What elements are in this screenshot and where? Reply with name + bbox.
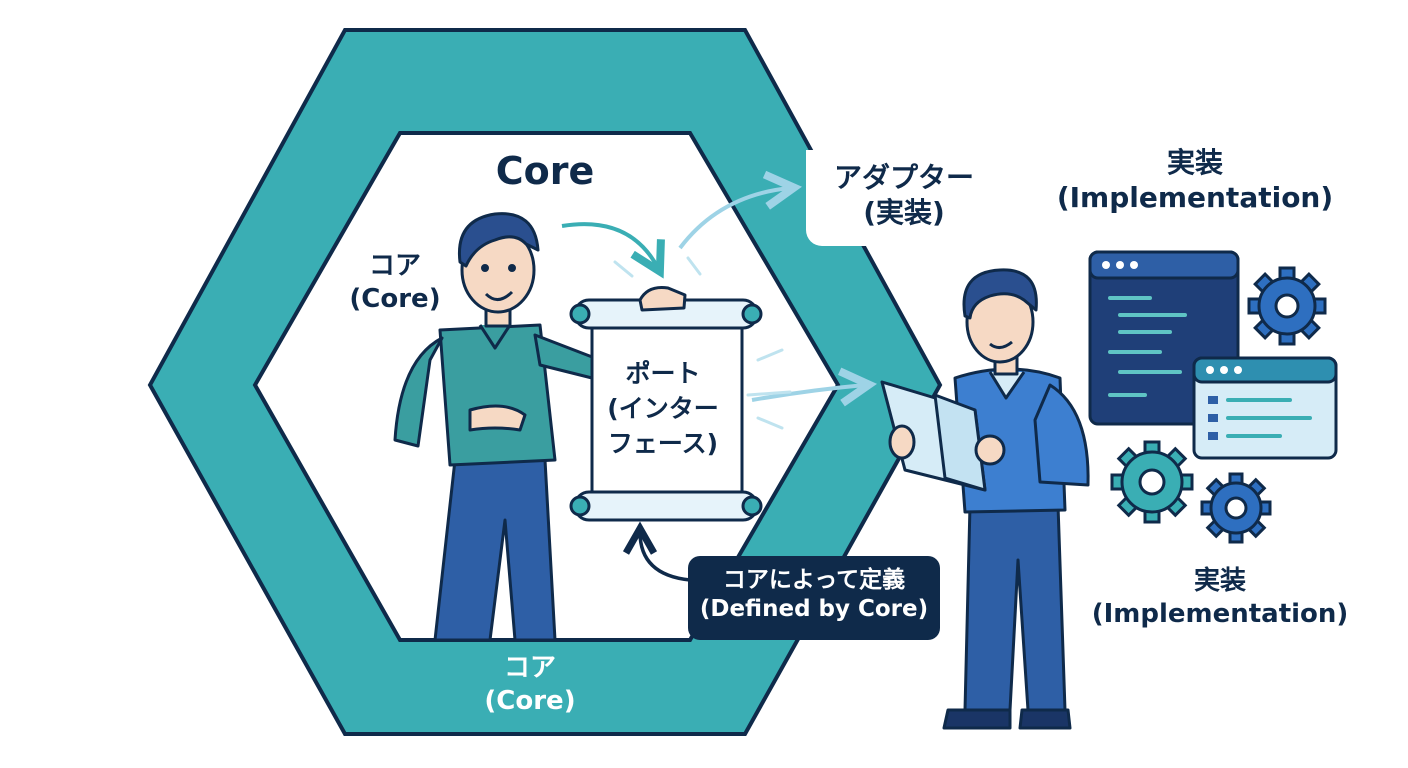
code-window-front xyxy=(1192,356,1338,460)
motion-lines xyxy=(613,256,792,430)
implementation-label-bottom: 実装 (Implementation) xyxy=(1085,565,1355,630)
adapter-label-jp: アダプター xyxy=(833,161,974,194)
core-developer-figure xyxy=(393,212,602,642)
implementation-label-top-jp: 実装 xyxy=(1166,146,1223,179)
implementation-label-top: 実装 (Implementation) xyxy=(1040,145,1350,215)
implementation-label-bottom-jp: 実装 xyxy=(1193,566,1246,596)
arrow-port-to-adapter xyxy=(751,385,865,400)
port-label-line1: ポート xyxy=(625,359,701,388)
defined-by-core-en: (Defined by Core) xyxy=(699,595,929,622)
core-inner-label: コア (Core) xyxy=(330,250,460,315)
core-bottom-label: コア (Core) xyxy=(470,652,590,717)
arrow-core-to-port xyxy=(561,222,658,268)
port-scroll xyxy=(569,286,763,522)
gear-icon xyxy=(1200,472,1272,544)
arrow-defined-to-port xyxy=(640,532,691,582)
adapter-label-sub: (実装) xyxy=(863,196,945,229)
arrow-to-adapter xyxy=(678,188,790,250)
core-bottom-label-jp: コア xyxy=(503,653,556,683)
core-title-text: Core xyxy=(495,149,595,193)
port-label: ポート (インター フェース) xyxy=(588,356,738,461)
defined-by-core-badge: コアによって定義 (Defined by Core) xyxy=(688,556,940,640)
core-inner-label-jp: コア xyxy=(368,251,421,281)
implementation-label-top-en: (Implementation) xyxy=(1056,181,1334,214)
gear-icon xyxy=(1110,440,1194,524)
gear-icon xyxy=(1247,266,1327,346)
core-bottom-label-en: (Core) xyxy=(484,685,576,716)
implementation-label-bottom-en: (Implementation) xyxy=(1091,598,1349,629)
adapter-label: アダプター (実装) xyxy=(806,150,1002,246)
adapter-developer-figure xyxy=(880,268,1090,730)
core-inner-label-en: (Core) xyxy=(349,283,441,314)
port-label-line2: (インター xyxy=(607,394,719,423)
defined-by-core-jp: コアによって定義 xyxy=(722,567,906,593)
core-title: Core xyxy=(470,148,620,196)
port-label-line3: フェース) xyxy=(607,429,719,458)
